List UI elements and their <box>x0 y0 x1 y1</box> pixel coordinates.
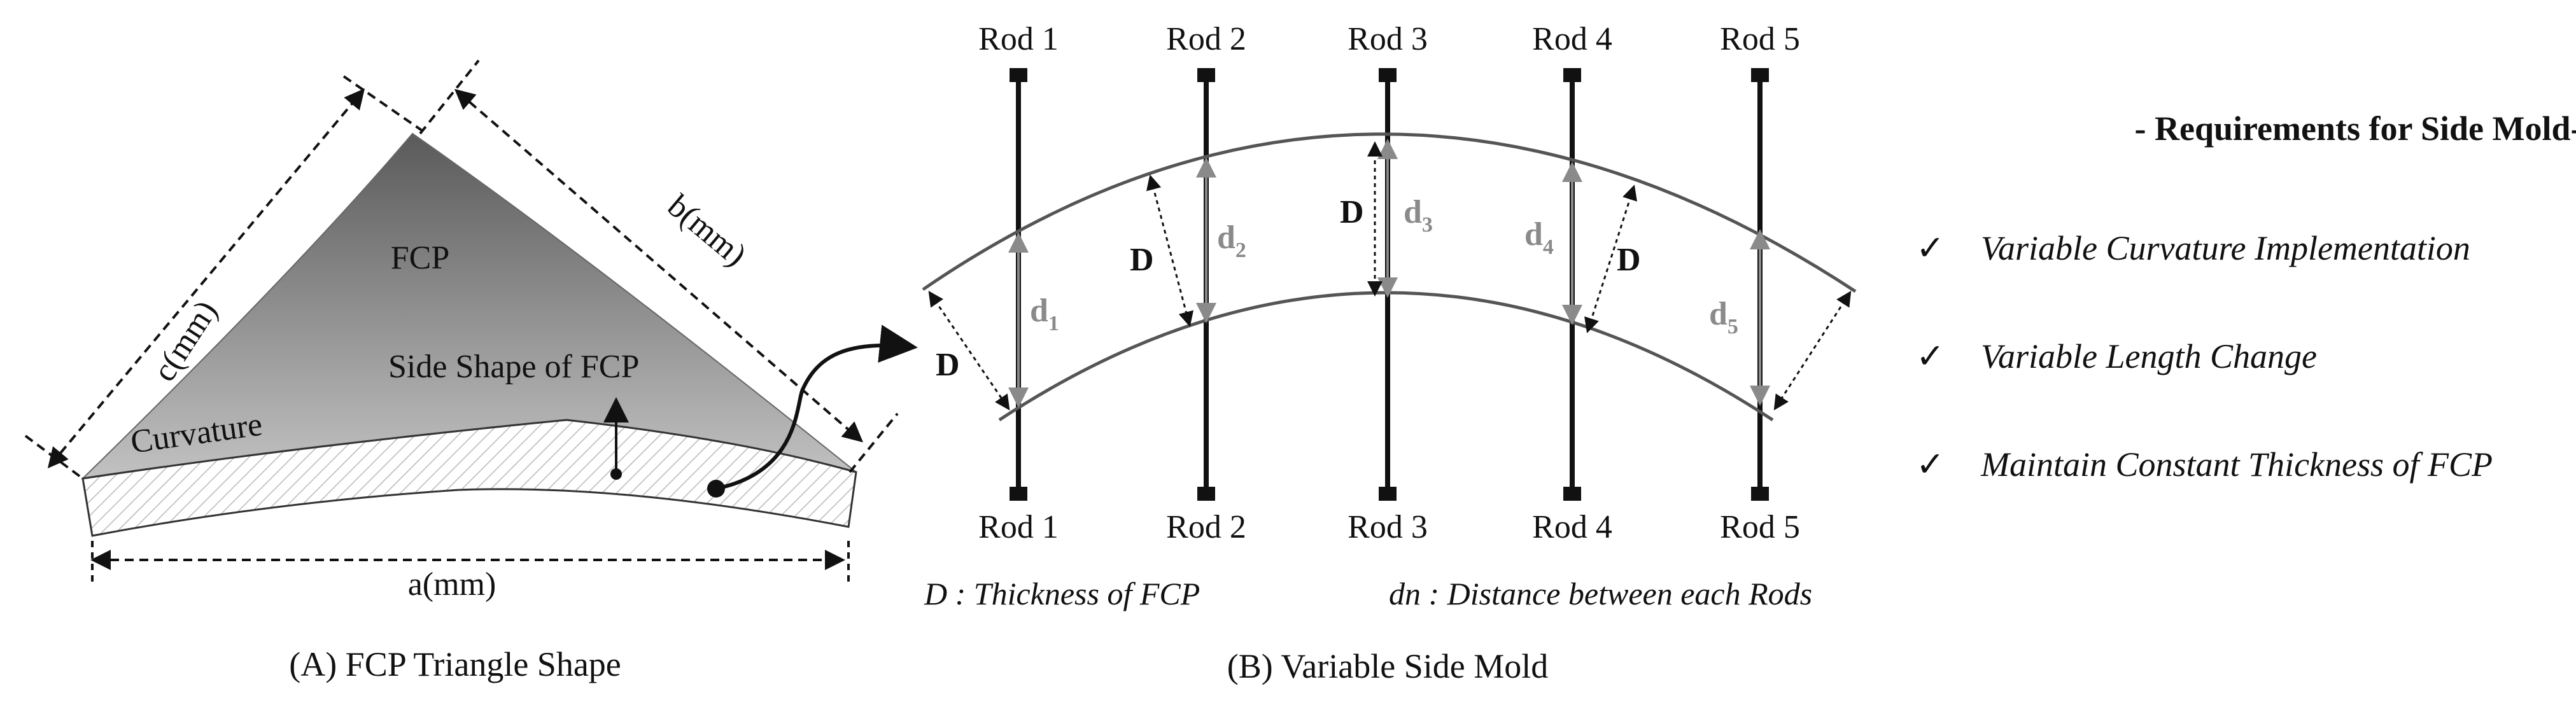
rod-4-top-cap <box>1563 68 1581 82</box>
distance-label-3: d3 <box>1404 194 1433 237</box>
panel-a-caption: (A) FCP Triangle Shape <box>289 645 621 683</box>
thickness-arrow-2 <box>1146 174 1194 327</box>
rod-3-bottom-cap <box>1379 487 1397 501</box>
requirements-panel: - Requirements for Side Mold- ✓ Variable… <box>1916 109 2576 484</box>
note-distance: dn : Distance between each Rods <box>1389 576 1812 611</box>
requirement-item-2: Variable Length Change <box>1981 337 2317 375</box>
rod-label-top-3: Rod 3 <box>1348 21 1428 57</box>
fcp-side-plate <box>81 419 857 537</box>
rod-2-bottom-cap <box>1197 487 1215 501</box>
thickness-arrow-4 <box>1584 185 1637 333</box>
dim-b-line <box>454 88 864 443</box>
rod-1-top-cap <box>1010 68 1027 82</box>
distance-label-2: d2 <box>1217 220 1246 262</box>
check-icon: ✓ <box>1916 228 1945 268</box>
rod-3-top-cap <box>1379 68 1397 82</box>
thickness-label-2: D <box>1130 242 1154 278</box>
check-icon: ✓ <box>1916 444 1945 484</box>
fcp-label: FCP <box>391 240 450 276</box>
distance-label-4: d4 <box>1524 216 1554 259</box>
dim-a-label: a(mm) <box>408 566 496 603</box>
mold-upper-curve <box>922 132 1857 293</box>
distance-label-5: d5 <box>1709 296 1738 339</box>
dim-c-tick-bottom <box>24 435 84 480</box>
rod-2-top-cap <box>1197 68 1215 82</box>
rod-label-bottom-1: Rod 1 <box>978 509 1059 545</box>
side-shape-label: Side Shape of FCP <box>388 349 639 385</box>
thickness-label-3: D <box>1340 194 1364 230</box>
thickness-label-4: D <box>1617 242 1641 278</box>
rod-label-top-1: Rod 1 <box>978 21 1059 57</box>
dim-b-tick-bottom <box>848 412 899 473</box>
thickness-arrow-5 <box>1773 290 1852 411</box>
thickness-label-1: D <box>936 347 960 383</box>
connector-arrow <box>715 325 918 491</box>
check-icon: ✓ <box>1916 336 1945 376</box>
requirement-item-3: Maintain Constant Thickness of FCP <box>1980 445 2493 484</box>
distance-label-1: d1 <box>1030 293 1059 335</box>
rod-5-bottom-cap <box>1751 487 1769 501</box>
requirement-item-1: Variable Curvature Implementation <box>1981 229 2470 267</box>
rod-5-top-cap <box>1751 68 1769 82</box>
panel-b-caption: (B) Variable Side Mold <box>1227 647 1548 685</box>
rod-label-top-4: Rod 4 <box>1532 21 1612 57</box>
rod-label-bottom-4: Rod 4 <box>1532 509 1612 545</box>
rod-label-bottom-3: Rod 3 <box>1348 509 1428 545</box>
rod-label-top-5: Rod 5 <box>1720 21 1800 57</box>
rod-label-bottom-5: Rod 5 <box>1720 509 1800 545</box>
rod-4-bottom-cap <box>1563 487 1581 501</box>
dim-b-label: b(mm) <box>661 188 753 274</box>
rod-label-bottom-2: Rod 2 <box>1166 509 1246 545</box>
panel-b: Rod 1 Rod 2 Rod 3 Rod 4 Rod 5 Rod 1 Rod … <box>922 21 1857 685</box>
rod-label-top-2: Rod 2 <box>1166 21 1246 57</box>
dim-c-tick-top <box>342 75 428 135</box>
panel-a: c(mm) b(mm) a(mm) FCP Side Shape of FCP … <box>24 59 918 683</box>
dim-b-tick-top <box>419 59 480 135</box>
rod-1-bottom-cap <box>1010 487 1027 501</box>
requirements-title: - Requirements for Side Mold- <box>2135 109 2576 148</box>
dim-c-line <box>47 88 365 469</box>
note-thickness: D : Thickness of FCP <box>924 576 1200 611</box>
